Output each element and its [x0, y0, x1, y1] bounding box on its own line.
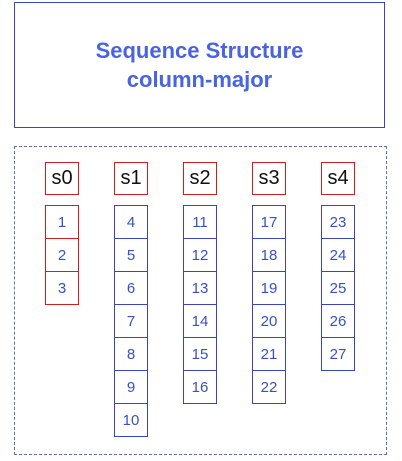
sequence-cell: 16: [183, 370, 217, 404]
sequence-cell: 7: [114, 304, 148, 338]
sequence-cell: 21: [252, 337, 286, 371]
sequence-cell: 11: [183, 205, 217, 239]
sequence-column-s4: s4 23 24 25 26 27: [321, 162, 355, 371]
sequence-label-s0: s0: [45, 162, 79, 195]
sequence-cell: 12: [183, 238, 217, 272]
sequence-cell: 17: [252, 205, 286, 239]
sequence-label-s1: s1: [114, 162, 148, 195]
sequence-label-s3: s3: [252, 162, 286, 195]
sequence-cell: 5: [114, 238, 148, 272]
sequence-cell: 20: [252, 304, 286, 338]
sequence-cell: 13: [183, 271, 217, 305]
sequence-cells-s4: 23 24 25 26 27: [321, 205, 355, 371]
sequence-cell: 2: [45, 238, 79, 272]
sequence-cell: 4: [114, 205, 148, 239]
sequence-cells-s1: 4 5 6 7 8 9 10: [114, 205, 148, 437]
sequence-cell: 18: [252, 238, 286, 272]
sequence-cell: 22: [252, 370, 286, 404]
sequence-cells-s2: 11 12 13 14 15 16: [183, 205, 217, 404]
sequence-container: s0 1 2 3 s1 4 5 6 7 8 9 10 s2 11 12 13 1…: [14, 146, 387, 455]
sequence-cell: 15: [183, 337, 217, 371]
sequence-column-s0: s0 1 2 3: [45, 162, 79, 305]
sequence-label-s2: s2: [183, 162, 217, 195]
sequence-column-s1: s1 4 5 6 7 8 9 10: [114, 162, 148, 437]
title-line-2: column-major: [126, 67, 273, 92]
title-box: Sequence Structure column-major: [14, 2, 385, 128]
sequence-cells-s3: 17 18 19 20 21 22: [252, 205, 286, 404]
sequence-cell: 24: [321, 238, 355, 272]
sequence-label-s4: s4: [321, 162, 355, 195]
sequence-cell: 23: [321, 205, 355, 239]
sequence-cell: 6: [114, 271, 148, 305]
sequence-cell: 19: [252, 271, 286, 305]
sequence-cells-s0: 1 2 3: [45, 205, 79, 305]
sequence-column-s2: s2 11 12 13 14 15 16: [183, 162, 217, 404]
sequence-cell: 8: [114, 337, 148, 371]
sequence-cell: 26: [321, 304, 355, 338]
sequence-cell: 3: [45, 271, 79, 305]
sequence-cell: 1: [45, 205, 79, 239]
sequence-column-s3: s3 17 18 19 20 21 22: [252, 162, 286, 404]
title-line-1: Sequence Structure: [95, 38, 304, 63]
sequence-cell: 14: [183, 304, 217, 338]
sequence-cell: 25: [321, 271, 355, 305]
sequence-cell: 9: [114, 370, 148, 404]
sequence-cell: 27: [321, 337, 355, 371]
sequence-cell: 10: [114, 403, 148, 437]
